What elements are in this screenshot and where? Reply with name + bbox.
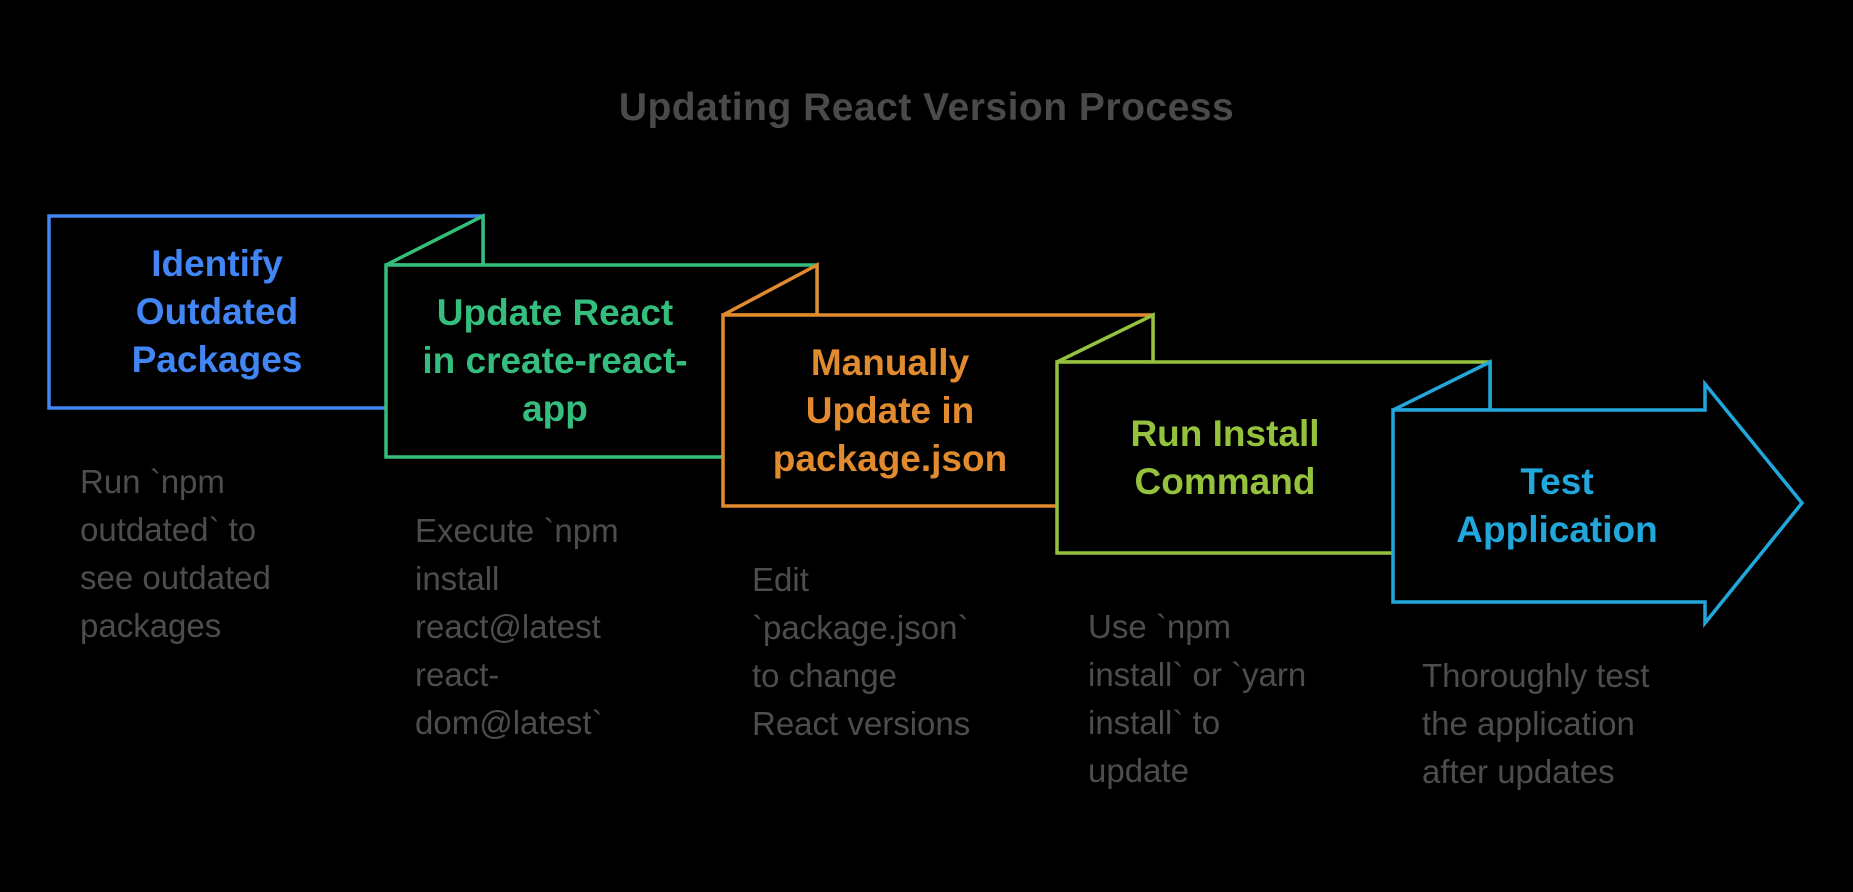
step-3-label: Manually Update in package.json <box>772 341 1008 479</box>
page-title: Updating React Version Process <box>618 86 1235 129</box>
step-4-description: Use `npm install` or `yarn install` to u… <box>1088 608 1307 789</box>
step-4-label: Run Install Command <box>1130 412 1320 502</box>
step-5-description: Thoroughly test the application after up… <box>1422 657 1650 790</box>
step-5-arrow <box>1391 379 1805 628</box>
step-1-label: Identify Outdated Packages <box>131 243 303 380</box>
step-1-description: Run `npm outdated` to see outdated packa… <box>80 463 271 644</box>
step-2-description: Execute `npm install react@latest react-… <box>415 512 619 741</box>
step-2-label: Update React in create-react- app <box>422 292 688 429</box>
step-3-description: Edit `package.json` to change React vers… <box>752 561 971 742</box>
step-5-label: Test Application <box>1456 461 1658 550</box>
